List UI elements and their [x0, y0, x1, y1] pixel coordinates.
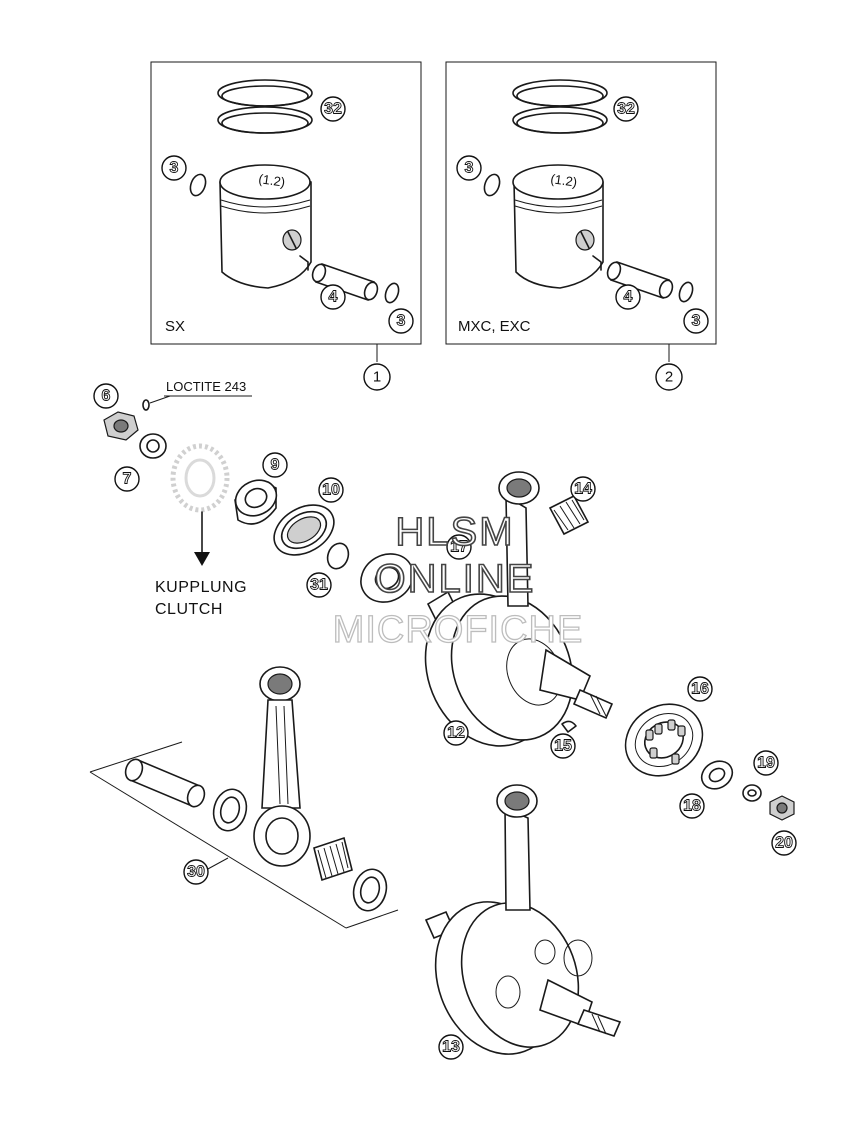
svg-text:31: 31 [310, 577, 328, 594]
callout-15: 15 [550, 733, 576, 759]
piston-pin [311, 262, 379, 302]
svg-text:3: 3 [170, 160, 179, 177]
svg-text:1: 1 [373, 369, 381, 386]
kit-sx-label: SX [165, 318, 185, 335]
svg-text:16: 16 [691, 681, 709, 698]
shaft-seal[interactable] [265, 495, 342, 565]
ball-bearing[interactable] [612, 690, 716, 790]
svg-text:(1.2): (1.2) [550, 171, 579, 190]
clutch-label-en: CLUTCH [155, 601, 223, 618]
nut[interactable] [103, 411, 139, 441]
clutch-label-de: KUPPLUNG [155, 579, 247, 596]
callout-1: 1 [363, 363, 391, 391]
watermark-line1: HLSM [395, 510, 514, 554]
svg-text:10: 10 [322, 482, 340, 499]
svg-text:19: 19 [757, 755, 775, 772]
woodruff-key[interactable] [561, 720, 577, 733]
callout-4b: 4 [615, 284, 641, 310]
callout-10: 10 [318, 477, 344, 503]
svg-text:9: 9 [271, 457, 280, 474]
conrod-kit[interactable] [89, 666, 399, 929]
watermark-line3: MICROFICHE [333, 609, 584, 651]
piston-rings [217, 79, 313, 134]
callout-3a: 3 [161, 155, 187, 181]
callout-32a: 32 [320, 96, 346, 122]
circlip [384, 282, 400, 304]
callout-31: 31 [306, 572, 332, 598]
piston: (1.2) [219, 164, 312, 289]
callout-32b: 32 [613, 96, 639, 122]
callout-3c: 3 [456, 155, 482, 181]
svg-text:12: 12 [447, 725, 465, 742]
svg-text:(1.2): (1.2) [258, 171, 287, 190]
needle-bearing-small-end[interactable] [548, 494, 590, 536]
arrow-down-icon [194, 511, 210, 566]
svg-text:32: 32 [324, 101, 342, 118]
piston-kit-mxc-exc[interactable]: (1.2) MXC, EXC [445, 61, 717, 345]
piston-kit-sx[interactable]: (1.2) SX [150, 61, 422, 345]
svg-text:30: 30 [187, 864, 205, 881]
callout-2: 2 [655, 363, 683, 391]
lock-washer [142, 399, 150, 411]
svg-text:32: 32 [617, 101, 635, 118]
callout-14: 14 [570, 476, 596, 502]
callout-9: 9 [262, 452, 288, 478]
watermark-line2: ONLINE [375, 557, 536, 601]
callout-12: 12 [443, 720, 469, 746]
svg-text:20: 20 [775, 835, 793, 852]
svg-text:4: 4 [624, 289, 633, 306]
washer[interactable] [139, 433, 167, 459]
callout-16: 16 [687, 676, 713, 702]
piston-pin [606, 260, 674, 300]
svg-text:13: 13 [442, 1039, 460, 1056]
o-ring[interactable] [324, 540, 352, 571]
crankshaft-alternative[interactable] [415, 784, 622, 1072]
crankshaft-complete[interactable] [352, 471, 614, 766]
svg-text:3: 3 [397, 313, 406, 330]
svg-text:3: 3 [465, 160, 474, 177]
callout-7: 7 [114, 466, 140, 492]
svg-text:4: 4 [329, 289, 338, 306]
nut[interactable] [769, 795, 795, 821]
callout-6: 6 [93, 383, 119, 409]
circlip [483, 173, 501, 197]
piston: (1.2) [512, 164, 604, 289]
callout-3d: 3 [683, 308, 709, 334]
callout-20: 20 [771, 830, 797, 856]
kit-mxc-exc-label: MXC, EXC [458, 318, 531, 335]
svg-text:2: 2 [665, 369, 673, 386]
svg-text:17: 17 [450, 539, 468, 556]
callout-30: 30 [183, 859, 209, 885]
watermark: HLSM ONLINE MICROFICHE [332, 509, 584, 651]
piston-rings [512, 79, 608, 134]
callout-13: 13 [438, 1034, 464, 1060]
circlip [678, 281, 694, 303]
callout-4a: 4 [320, 284, 346, 310]
circlip [189, 173, 207, 197]
clutch-gear-ghost [170, 443, 230, 513]
svg-text:15: 15 [554, 738, 572, 755]
callout-19: 19 [753, 750, 779, 776]
svg-text:3: 3 [692, 313, 701, 330]
svg-text:6: 6 [102, 388, 111, 405]
svg-text:14: 14 [574, 481, 592, 498]
spacer-ring[interactable] [230, 474, 282, 525]
callout-3b: 3 [388, 308, 414, 334]
loctite-note: LOCTITE 243 [166, 379, 246, 394]
callout-17: 17 [446, 534, 472, 560]
svg-text:18: 18 [683, 798, 701, 815]
washer[interactable] [742, 784, 762, 802]
svg-text:7: 7 [123, 471, 132, 488]
spacer[interactable] [697, 756, 738, 795]
callout-18: 18 [679, 793, 705, 819]
